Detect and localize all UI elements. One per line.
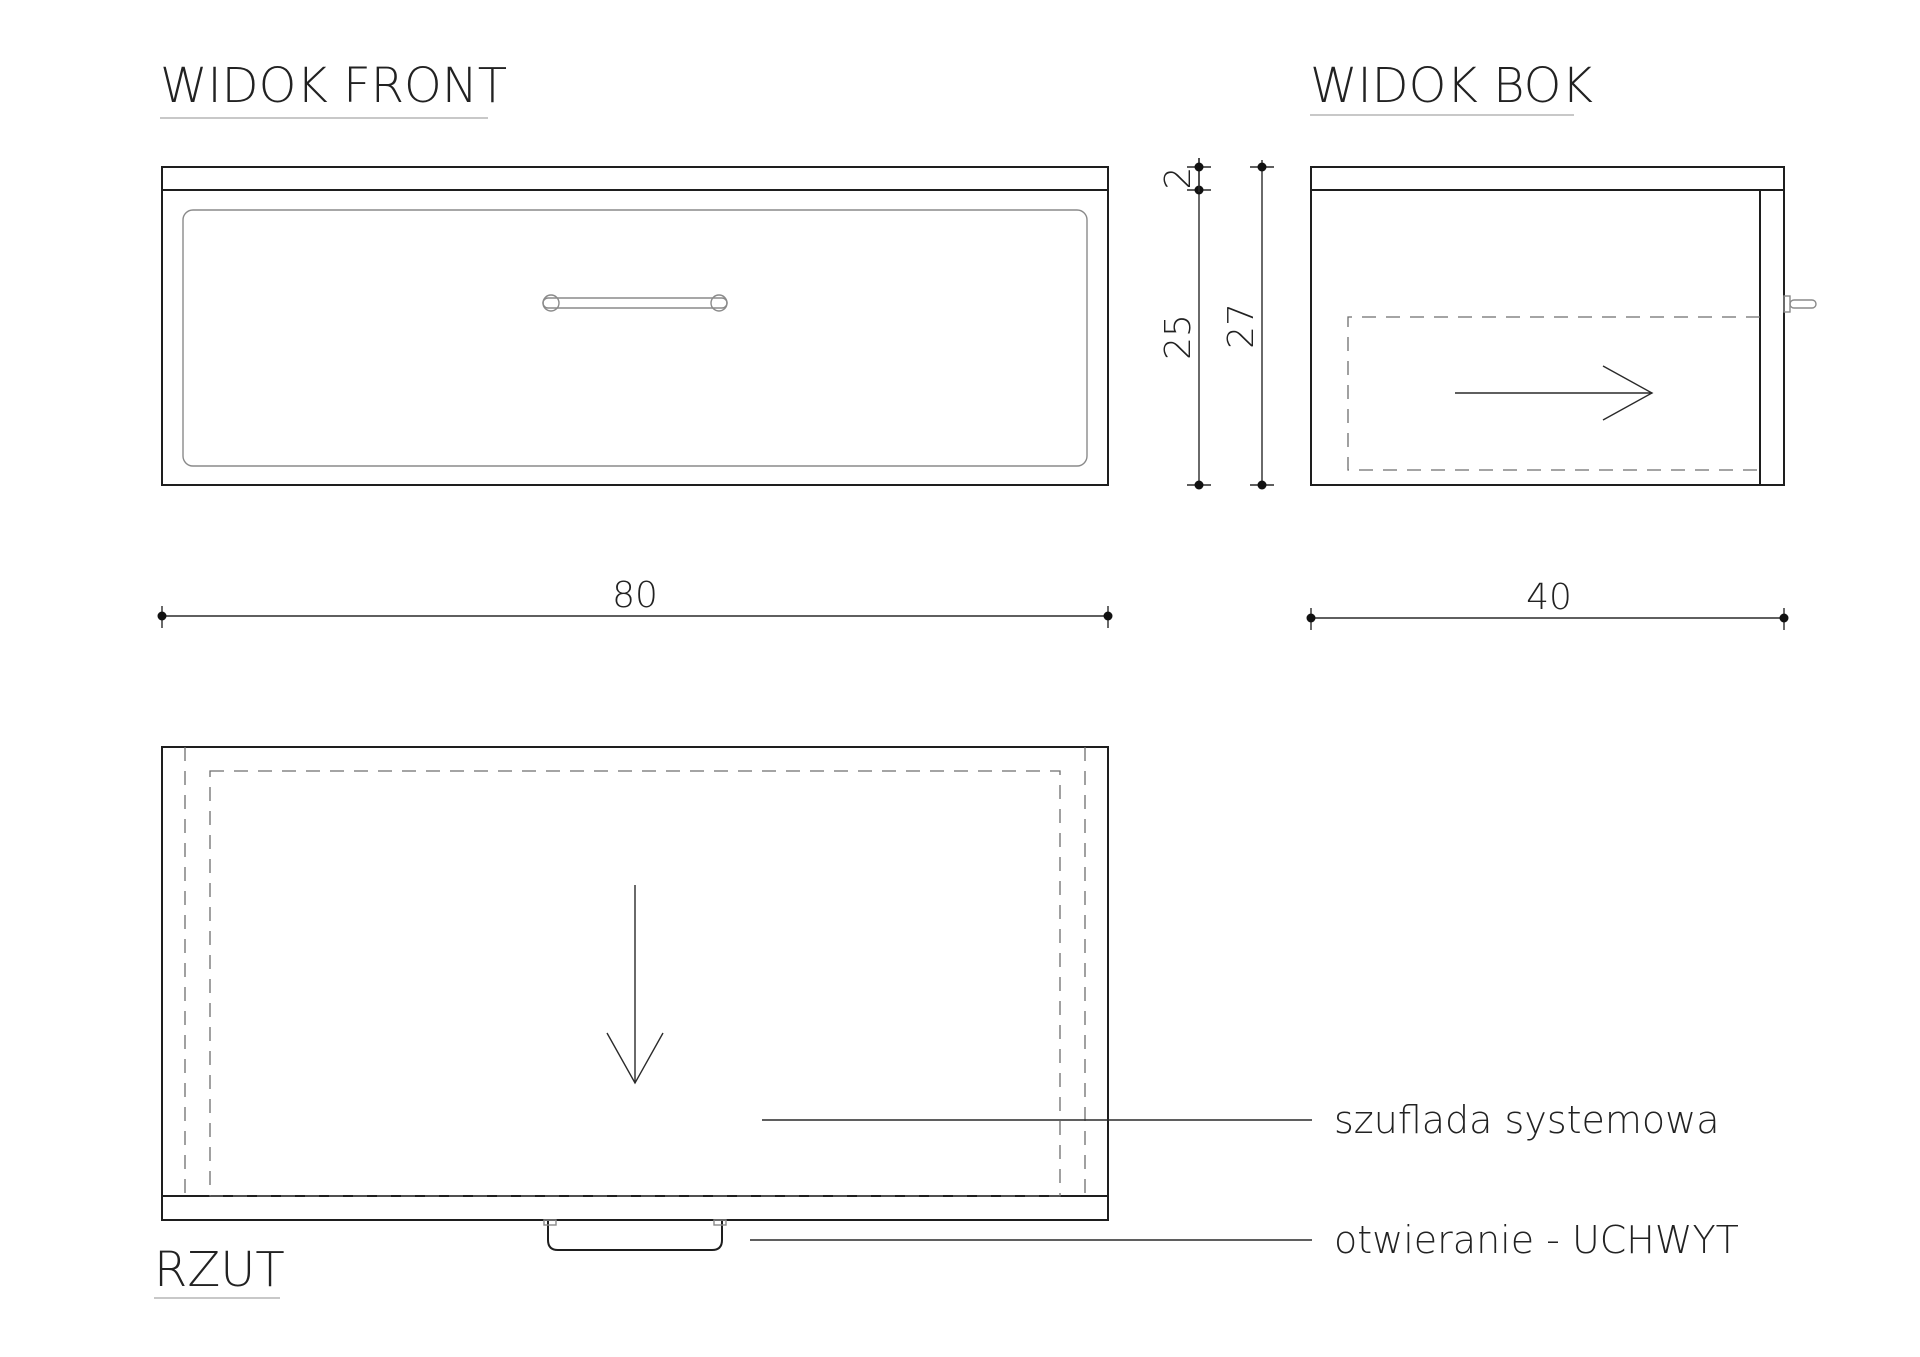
total-height-value: 27 (1221, 303, 1262, 349)
plan-cabinet-outline (161, 746, 1109, 1221)
drawer-label-callout: szuflada systemowa (762, 1098, 1720, 1142)
height-dimension-25: 25 (1158, 158, 1211, 490)
plan-drawer-box-hidden (209, 770, 1061, 1197)
front-width-value: 80 (612, 575, 658, 616)
front-width-dimension: 80 (157, 575, 1113, 628)
top-thickness-value: 2 (1158, 167, 1199, 190)
front-view: WIDOK FRONT (160, 58, 1109, 486)
side-handle-icon (1783, 295, 1817, 313)
front-cabinet-outline (161, 166, 1109, 486)
side-view-title: WIDOK BOK (1310, 58, 1593, 114)
top-thickness-dimension: 2 (1158, 158, 1211, 192)
plan-handle-icon (543, 1219, 727, 1251)
side-drawer-box-hidden (1347, 316, 1760, 471)
front-view-title: WIDOK FRONT (160, 58, 507, 114)
side-depth-dimension: 40 (1306, 577, 1789, 630)
front-drawer-panel (182, 209, 1088, 467)
drawer-height-value: 25 (1158, 314, 1199, 360)
side-cabinet-outline (1310, 166, 1785, 486)
plan-view: RZUT (154, 746, 1109, 1299)
plan-pull-direction-arrow-icon (606, 885, 664, 1085)
drawer-label: szuflada systemowa (1334, 1098, 1720, 1142)
side-pull-direction-arrow-icon (1455, 365, 1654, 421)
side-view: WIDOK BOK (1310, 58, 1817, 486)
height-dimension-27: 27 (1221, 160, 1274, 490)
front-handle-icon (542, 294, 728, 312)
opening-label: otwieranie - UCHWYT (1334, 1218, 1739, 1262)
side-depth-value: 40 (1526, 577, 1572, 618)
plan-view-title: RZUT (154, 1242, 285, 1298)
opening-label-callout: otwieranie - UCHWYT (750, 1218, 1739, 1262)
